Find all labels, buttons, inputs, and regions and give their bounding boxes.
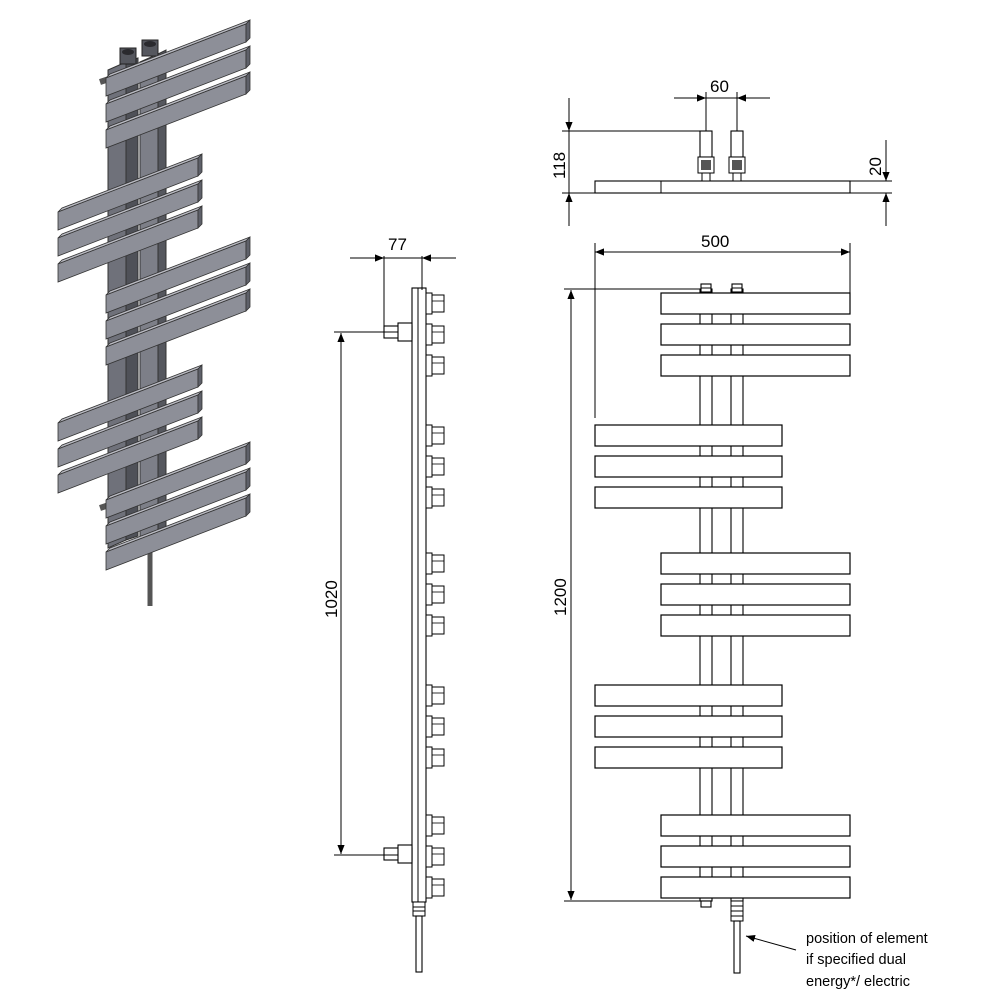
dim-width: 500 — [701, 232, 729, 251]
front-bar-6 — [594, 486, 783, 509]
front-bar-12 — [594, 746, 783, 769]
note-line-1: position of element — [806, 931, 928, 947]
front-towel-bars — [594, 292, 851, 899]
side-bar-end-8 — [425, 583, 445, 606]
side-bar-end-10 — [425, 684, 445, 707]
side-bar-end-14 — [425, 845, 445, 868]
top-view: 60 118 20 — [550, 77, 892, 226]
dim-top-height: 118 — [550, 152, 569, 179]
iso-towel-bars — [57, 19, 251, 571]
front-bar-3 — [660, 354, 851, 377]
iso-bar-10 — [57, 364, 203, 442]
front-bar-10 — [594, 684, 783, 707]
side-bar-end-2 — [425, 323, 445, 346]
dim-valve-spacing: 60 — [710, 77, 729, 96]
side-bar-end-4 — [425, 424, 445, 447]
dim-side-centres: 1020 — [322, 580, 341, 618]
front-bar-15 — [660, 876, 851, 899]
side-bar-ends — [425, 292, 445, 899]
front-bar-13 — [660, 814, 851, 837]
side-bar-end-7 — [425, 552, 445, 575]
front-bar-8 — [660, 583, 851, 606]
iso-bar-8 — [105, 262, 251, 340]
dim-side-depth: 77 — [388, 235, 407, 254]
iso-bar-3 — [105, 71, 251, 149]
front-bar-4 — [594, 424, 783, 447]
note-line-3: energy*/ electric — [806, 974, 910, 990]
side-view: 77 1020 — [322, 235, 456, 973]
side-bar-end-11 — [425, 715, 445, 738]
top-valve-right — [730, 130, 744, 158]
iso-bar-1 — [105, 19, 251, 97]
front-bar-9 — [660, 614, 851, 637]
dim-height: 1200 — [551, 578, 570, 616]
side-bar-end-1 — [425, 292, 445, 315]
element-note: position of element if specified dual en… — [806, 931, 928, 990]
isometric-view — [57, 19, 251, 606]
side-bar-end-12 — [425, 746, 445, 769]
side-column — [411, 287, 427, 903]
iso-bar-5 — [57, 179, 203, 257]
iso-bar-15 — [105, 493, 251, 571]
iso-bar-13 — [105, 441, 251, 519]
side-bar-end-6 — [425, 486, 445, 509]
iso-bar-7 — [105, 236, 251, 314]
heating-element — [733, 920, 741, 974]
dim-top-thickness: 20 — [866, 157, 885, 176]
iso-bar-14 — [105, 467, 251, 545]
iso-bar-4 — [57, 153, 203, 231]
iso-bar-2 — [105, 45, 251, 123]
note-line-2: if specified dual — [806, 952, 906, 968]
top-valve-left — [699, 130, 713, 158]
front-view: 500 1200 — [551, 232, 851, 974]
iso-bar-12 — [57, 416, 203, 494]
side-bar-end-13 — [425, 814, 445, 837]
side-bar-end-5 — [425, 455, 445, 478]
front-bar-5 — [594, 455, 783, 478]
side-bar-end-3 — [425, 354, 445, 377]
iso-bar-9 — [105, 288, 251, 366]
iso-bar-11 — [57, 390, 203, 468]
iso-bar-6 — [57, 205, 203, 283]
top-plan-bar — [594, 180, 851, 194]
front-bar-11 — [594, 715, 783, 738]
front-bar-14 — [660, 845, 851, 868]
front-bar-2 — [660, 323, 851, 346]
note-arrow — [745, 934, 797, 951]
front-bar-1 — [660, 292, 851, 315]
front-bar-7 — [660, 552, 851, 575]
side-bar-end-15 — [425, 876, 445, 899]
side-bar-end-9 — [425, 614, 445, 637]
